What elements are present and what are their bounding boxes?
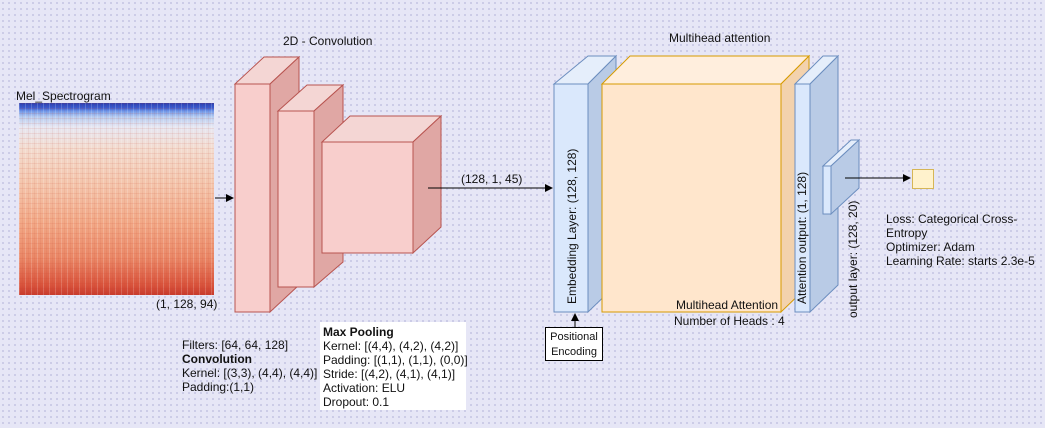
multihead-attention-label: Multihead Attention bbox=[676, 298, 779, 312]
positional-encoding-line2: Encoding bbox=[551, 346, 597, 358]
pooling-dropout: Dropout: 0.1 bbox=[323, 395, 390, 409]
output-layer-label: output layer: (128, 20) bbox=[846, 200, 860, 318]
multihead-attention-block bbox=[600, 54, 811, 314]
pooling-kernel: Kernel: [(4,4), (4,2), (4,2)] bbox=[323, 339, 459, 353]
conv-section-title: 2D - Convolution bbox=[283, 34, 373, 48]
attention-section-title: Multihead attention bbox=[669, 31, 771, 45]
learning-rate-label: Learning Rate: starts 2.3e-5 bbox=[886, 254, 1035, 268]
number-of-heads-label: Number of Heads : 4 bbox=[674, 314, 785, 328]
embedding-layer-label: Embedding Layer: (128, 128) bbox=[565, 148, 579, 304]
pooling-stride: Stride: [(4,2), (4,1), (4,1)] bbox=[323, 367, 456, 381]
spectrogram-title: Mel_Spectrogram bbox=[16, 89, 111, 103]
positional-encoding-line1: Positional bbox=[550, 331, 598, 343]
conv-output-shape-label: (128, 1, 45) bbox=[461, 172, 523, 186]
spectrogram-shape-label: (1, 128, 94) bbox=[156, 297, 218, 311]
pooling-activation: Activation: ELU bbox=[323, 381, 406, 395]
conv-padding: Padding:(1,1) bbox=[182, 380, 255, 394]
conv-filters: Filters: [64, 64, 128] bbox=[182, 338, 289, 352]
optimizer-label: Optimizer: Adam bbox=[886, 240, 975, 254]
attention-output-label: Attention output: (1, 128) bbox=[795, 171, 809, 304]
pooling-title: Max Pooling bbox=[323, 325, 394, 339]
output-result-box bbox=[912, 169, 934, 189]
loss-label-line1: Loss: Categorical Cross- bbox=[886, 212, 1018, 226]
positional-encoding-box: Positional Encoding bbox=[545, 327, 603, 361]
conv-block-3 bbox=[320, 114, 443, 255]
loss-label-line2: Entropy bbox=[886, 226, 928, 240]
output-layer-block bbox=[821, 138, 861, 216]
pooling-padding: Padding: [(1,1), (1,1), (0,0)] bbox=[323, 353, 468, 367]
conv-title: Convolution bbox=[182, 352, 252, 366]
pooling-info-box bbox=[320, 322, 466, 410]
mel-spectrogram-image bbox=[19, 103, 214, 295]
conv-kernel: Kernel: [(3,3), (4,4), (4,4)] bbox=[182, 366, 318, 380]
